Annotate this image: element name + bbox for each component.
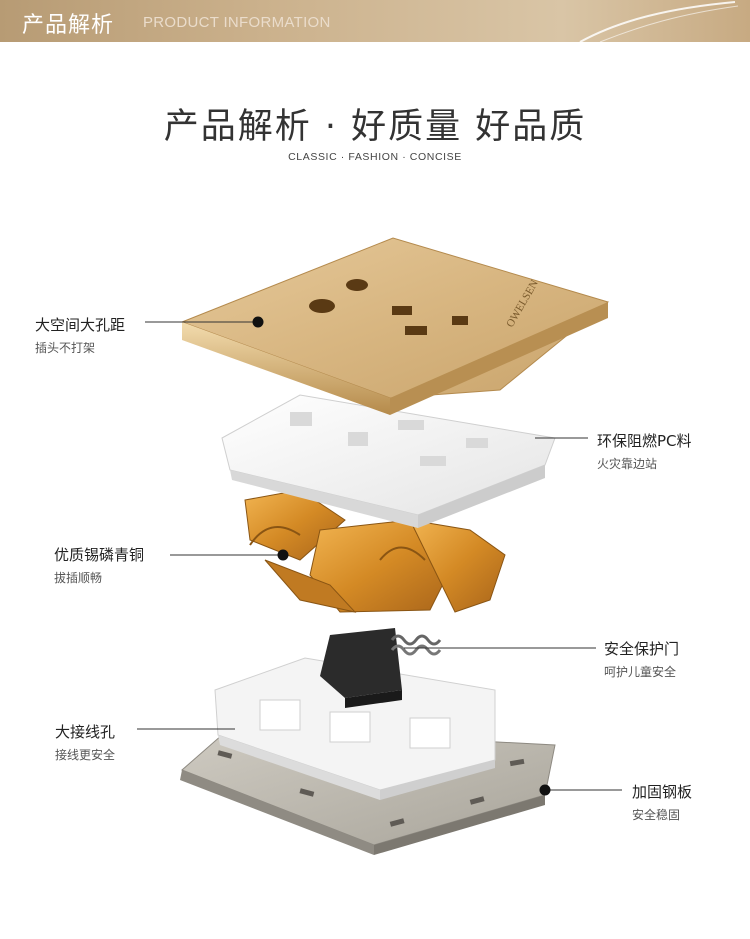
callout-leaders — [137, 321, 622, 791]
callout-subtitle: 安全稳固 — [632, 808, 681, 822]
callout-subtitle: 拔插顺畅 — [54, 571, 103, 585]
page-title: 产品解析 · 好质量 好品质 — [163, 107, 587, 147]
page-tagline: CLASSIC · FASHION · CONCISE — [288, 151, 462, 163]
copper-contacts — [244, 489, 506, 613]
banner-title: 产品解析 — [22, 13, 115, 38]
callout-title: 优质锡磷青铜 — [54, 546, 145, 564]
banner-subtitle: PRODUCT INFORMATION — [143, 14, 331, 31]
callout-pc-material: 环保阻燃PC料 火灾靠边站 — [597, 430, 692, 472]
callout-dots — [252, 316, 551, 796]
safety-shutter — [320, 628, 442, 708]
swoosh-decoration-icon — [579, 1, 739, 42]
gold-faceplate: OWELSEN — [180, 237, 610, 415]
callout-title: 大空间大孔距 — [35, 316, 126, 334]
callout-title: 环保阻燃PC料 — [597, 432, 692, 450]
callout-subtitle: 火灾靠边站 — [597, 457, 658, 471]
callout-subtitle: 接线更安全 — [55, 748, 116, 762]
callout-subtitle: 插头不打架 — [35, 341, 96, 355]
pc-inner-module — [221, 394, 556, 528]
callout-subtitle: 呵护儿童安全 — [604, 665, 677, 679]
callout-title: 加固钢板 — [632, 783, 693, 801]
socket-base — [214, 657, 496, 800]
callout-title: 安全保护门 — [604, 640, 680, 658]
callout-safety-door: 安全保护门 呵护儿童安全 — [604, 638, 679, 680]
callout-copper: 优质锡磷青铜 拔插顺畅 — [54, 544, 144, 586]
callout-title: 大接线孔 — [55, 723, 116, 741]
callout-wiring-hole: 大接线孔 接线更安全 — [55, 721, 115, 763]
callout-large-spacing: 大空间大孔距 插头不打架 — [35, 314, 125, 356]
header-banner: 产品解析 PRODUCT INFORMATION — [0, 0, 750, 42]
callout-steel-plate: 加固钢板 安全稳固 — [632, 781, 692, 823]
